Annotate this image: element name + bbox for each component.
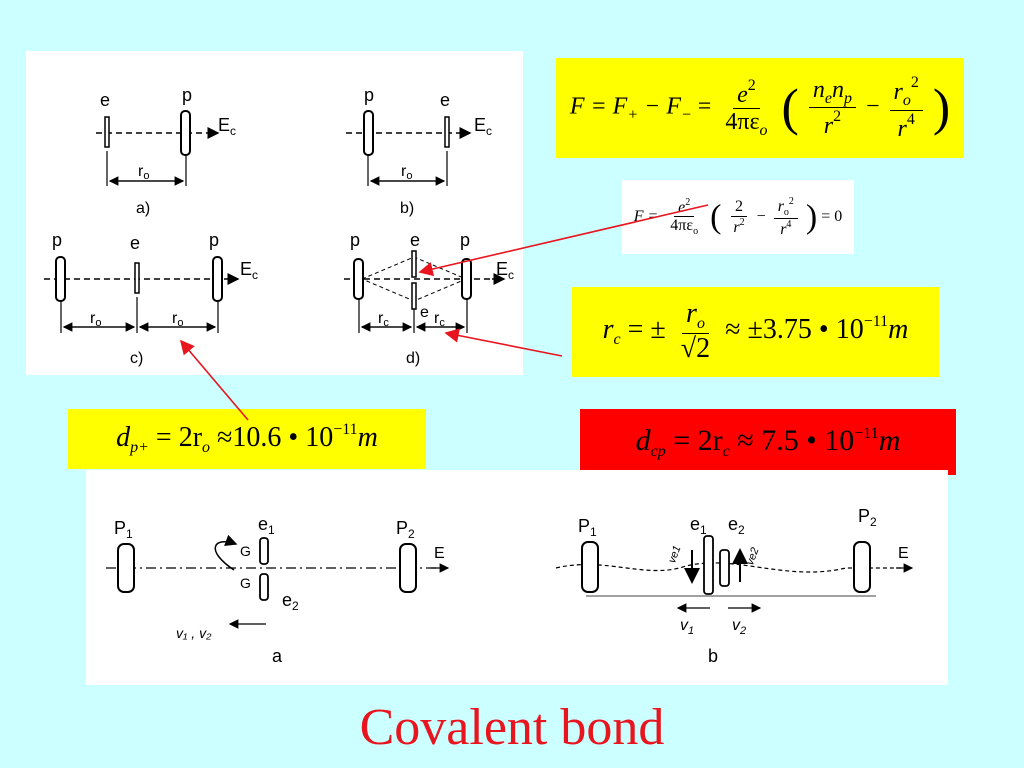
bottom-diagram-panel: G G P1 P2 e1 e2 E v₁ , v₂ a ve1 ve2 P1 P…: [86, 470, 948, 685]
proton-label-d1: p: [350, 230, 360, 250]
field-label-c: Ec: [240, 259, 258, 282]
field-label-bottom-b: E: [898, 545, 909, 562]
ve1-label: ve1: [666, 544, 683, 565]
proton-p1-b: [581, 541, 599, 593]
label-e1-b: e1: [690, 514, 707, 537]
subdiagram-b: p e Ec ro b): [346, 85, 492, 217]
proton-label-d2: p: [460, 230, 470, 250]
electron-label-c: e: [130, 233, 140, 253]
dp-equation-box: dp+ = 2ro ≈10.6 • 10−11m: [68, 409, 426, 469]
top-diagram: e p Ec ro a) p e Ec ro: [44, 85, 514, 367]
label-p2-b: P2: [858, 506, 877, 529]
proton-p2-a: [399, 543, 417, 593]
ve2-label: ve2: [744, 546, 761, 567]
proton-label-a: p: [182, 85, 192, 105]
label-p1-a: P1: [114, 518, 133, 541]
electron-c: [134, 262, 140, 294]
electron-e1-a: [259, 537, 269, 565]
bottom-diagram: G G P1 P2 e1 e2 E v₁ , v₂ a ve1 ve2 P1 P…: [106, 506, 914, 666]
field-label-d: Ec: [496, 259, 514, 282]
dp-equation: dp+ = 2ro ≈10.6 • 10−11m: [116, 421, 378, 456]
electron-a: [104, 116, 110, 148]
caption-c: c): [130, 350, 143, 367]
label-p1-b: P1: [578, 516, 597, 539]
proton-c1: [55, 256, 66, 302]
proton-d2: [461, 258, 472, 300]
electron-e2-a: [259, 573, 269, 601]
rc-equation: rc = ± ro√2 ≈ ±3.75 • 10−11m: [602, 298, 909, 364]
field-label-b: Ec: [474, 115, 492, 138]
proton-label-b: p: [364, 85, 374, 105]
electron-label-a: e: [100, 90, 110, 110]
v2-label-b: v2: [732, 617, 746, 637]
dcp-equation-box: dcp = 2rc ≈ 7.5 • 10−11m: [580, 409, 956, 475]
rotation-glyph-1: G: [240, 543, 251, 559]
subdiagram-a: e p Ec ro a): [96, 85, 236, 217]
radius-label-a: ro: [138, 163, 149, 182]
electron-label-b: e: [440, 90, 450, 110]
dcp-equation: dcp = 2rc ≈ 7.5 • 10−11m: [635, 423, 901, 460]
proton-p1-a: [117, 543, 135, 593]
caption-bottom-b: b: [708, 646, 718, 666]
electron-b: [444, 116, 450, 148]
radius-label-c2: ro: [172, 310, 183, 329]
rc-label-d2: rc: [434, 310, 445, 329]
proton-label-c1: p: [52, 230, 62, 250]
bottom-part-a: G G P1 P2 e1 e2 E v₁ , v₂ a: [106, 514, 450, 666]
subdiagram-d: p e p e Ec rc rc d): [344, 230, 514, 367]
electron-d2: [411, 282, 417, 310]
velocity-label-a: v₁ , v₂: [176, 625, 212, 641]
label-e2-a: e2: [282, 590, 299, 613]
proton-label-c2: p: [209, 230, 219, 250]
radius-label-c1: ro: [90, 310, 101, 329]
proton-b: [363, 110, 374, 156]
field-label-bottom-a: E: [434, 545, 445, 562]
electron-e2-b: [719, 549, 730, 587]
bottom-part-b: ve1 ve2 P1 P2 e1 e2 E v1 v2 b: [555, 506, 914, 666]
caption-bottom-a: a: [272, 646, 283, 666]
label-p2-a: P2: [396, 518, 415, 541]
electron-label-d2: e: [420, 304, 429, 321]
label-e1-a: e1: [258, 514, 275, 537]
proton-d1: [353, 258, 364, 300]
proton-a: [180, 110, 191, 156]
caption-a: a): [136, 200, 150, 217]
proton-c2: [212, 256, 223, 302]
electron-d1: [411, 250, 417, 278]
electron-e1-b: [703, 535, 714, 595]
page-title: Covalent bond: [359, 699, 665, 756]
caption-b: b): [400, 200, 414, 217]
rotation-glyph-2: G: [240, 575, 251, 591]
rc-equation-box: rc = ± ro√2 ≈ ±3.75 • 10−11m: [572, 287, 939, 377]
electron-label-d1: e: [410, 230, 420, 250]
top-diagram-panel: e p Ec ro a) p e Ec ro: [26, 51, 523, 375]
label-e2-b: e2: [728, 514, 745, 537]
radius-label-b: ro: [401, 163, 412, 182]
caption-d: d): [406, 350, 420, 367]
rc-label-d1: rc: [378, 310, 389, 329]
v1-label-b: v1: [680, 617, 694, 637]
proton-p2-b: [853, 541, 871, 593]
field-label-a: Ec: [218, 115, 236, 138]
subdiagram-c: p e p Ec ro ro c): [44, 230, 258, 367]
